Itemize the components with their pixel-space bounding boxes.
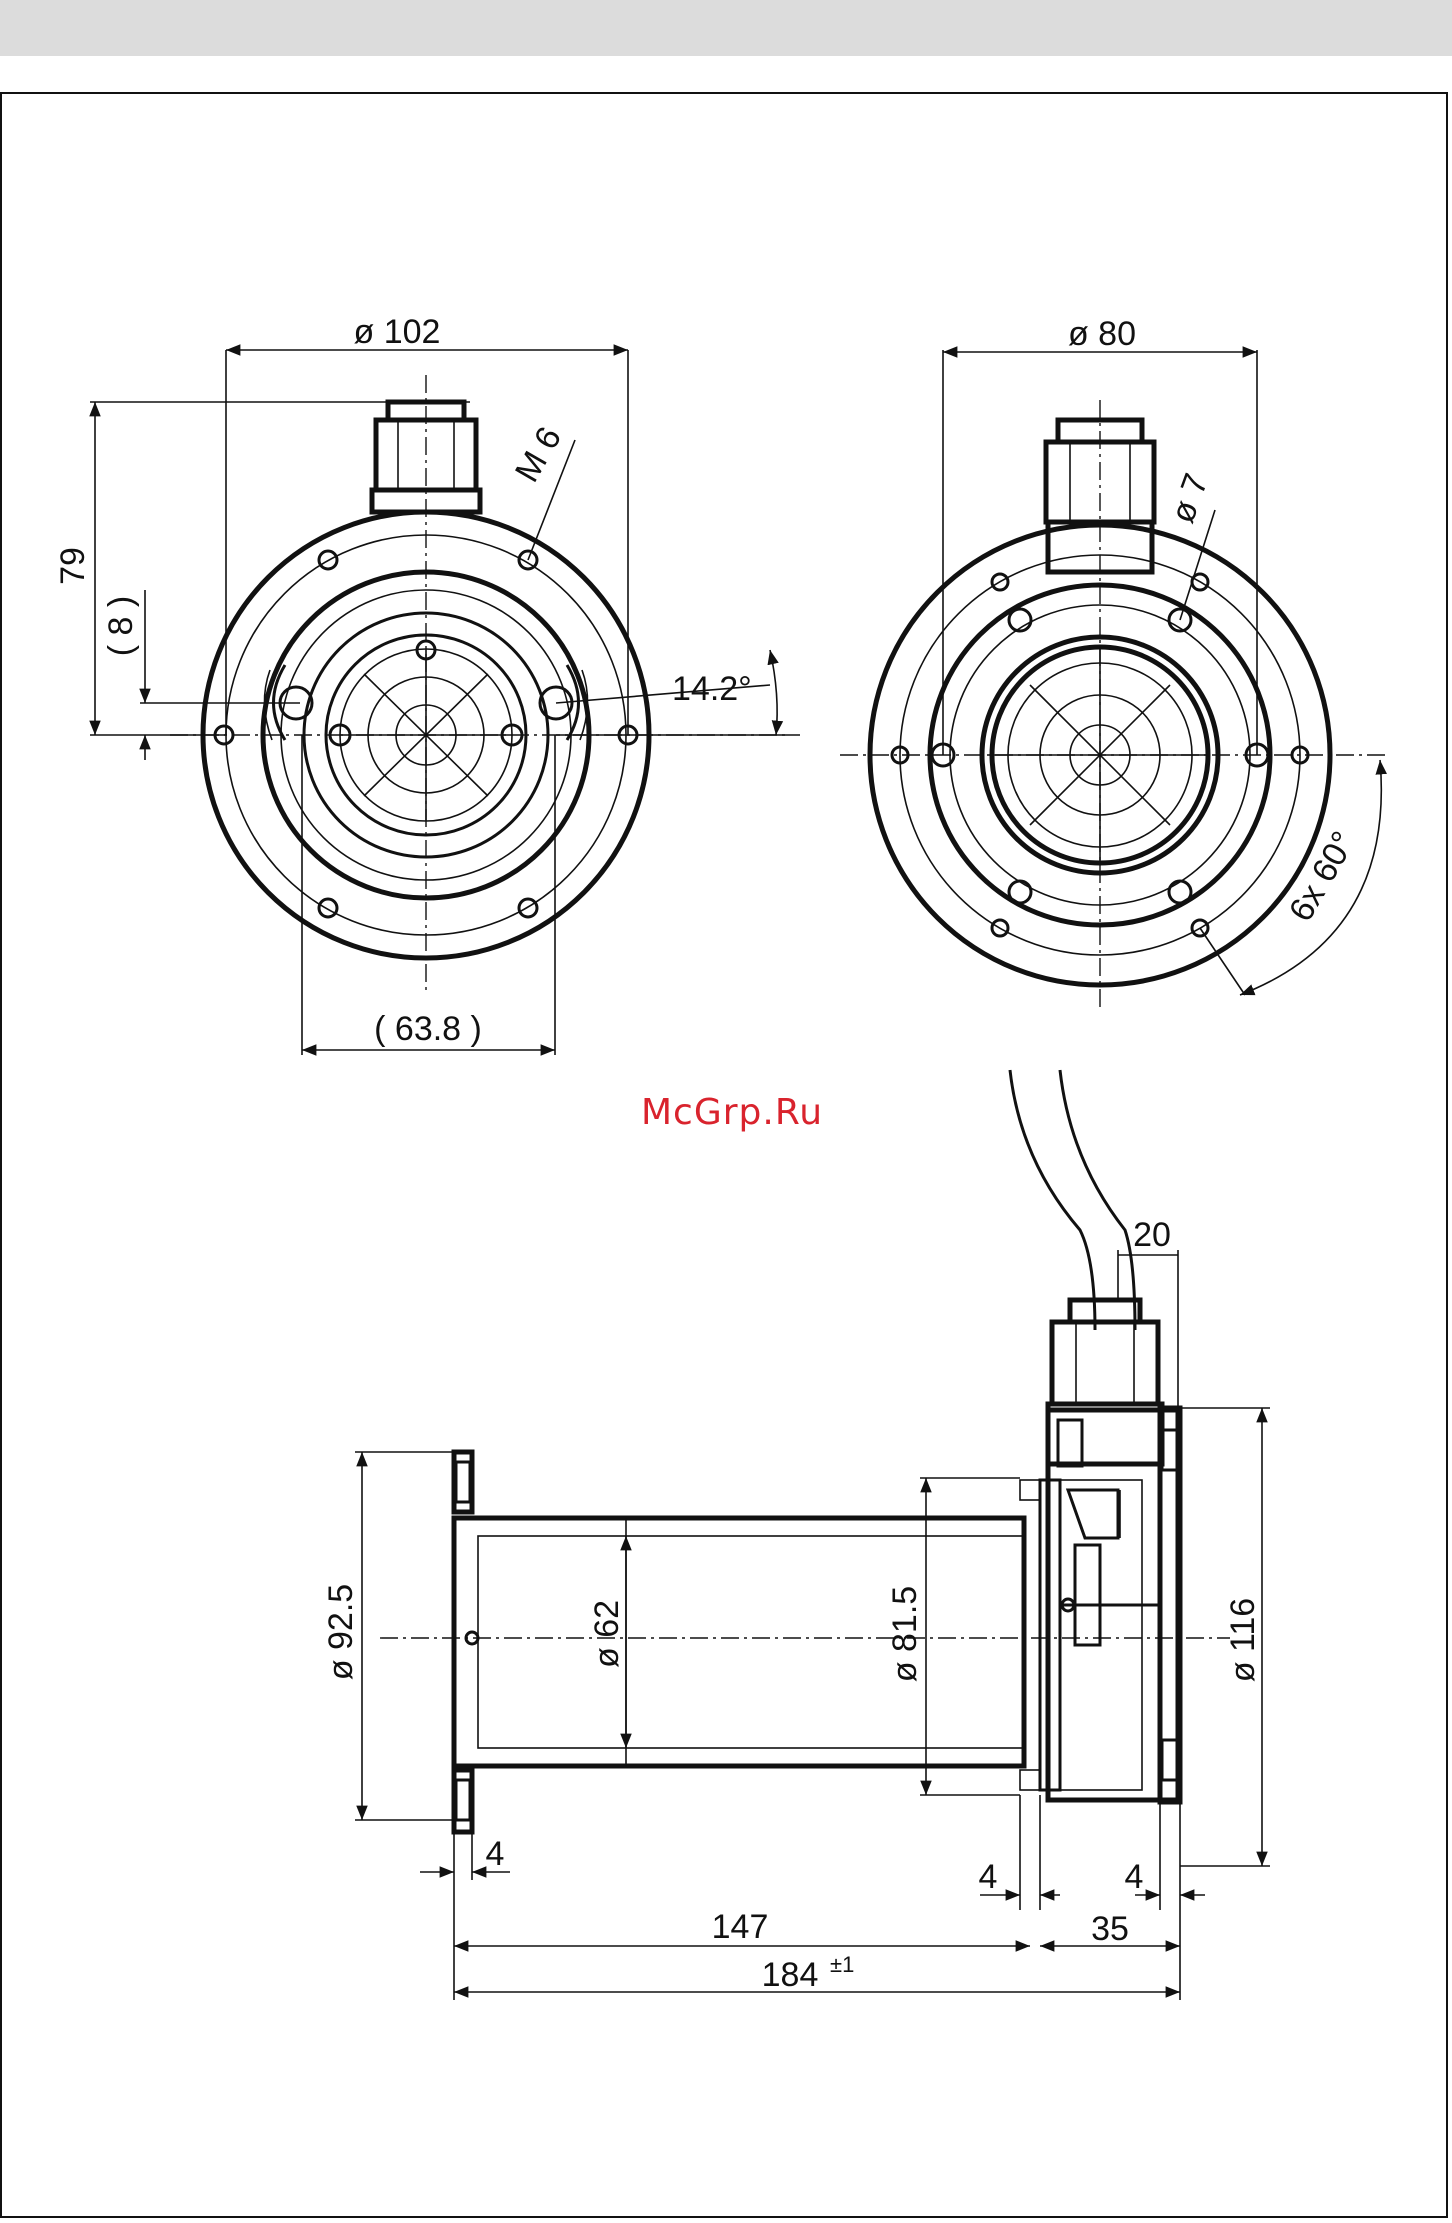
dim-left-thickness-4: 4 <box>486 1835 505 1873</box>
side-view: 20 ø 92.5 ø 62 ø 81.5 ø 116 4 4 4 147 35… <box>322 1070 1270 2000</box>
dim-length-35: 35 <box>1091 1910 1129 1948</box>
dim-housing-116: ø 116 <box>1224 1598 1262 1682</box>
dim-length-147: 147 <box>712 1908 769 1946</box>
dim-diameter-80: ø 80 <box>1068 315 1136 353</box>
dim-tube-81-5: ø 81.5 <box>886 1586 924 1682</box>
dim-offset-8: ( 8 ) <box>102 596 140 656</box>
dim-tolerance: ±1 <box>830 1952 854 1977</box>
dim-top-20: 20 <box>1133 1216 1171 1254</box>
front-view-right: ø 80 ø 7 6x 60° <box>840 315 1390 1010</box>
dim-angle-14-2: 14.2° <box>672 670 752 708</box>
dim-inner-62: ø 62 <box>588 1600 626 1668</box>
dim-spacing-63-8: ( 63.8 ) <box>374 1010 482 1048</box>
dim-total-184: 184 <box>762 1956 819 1994</box>
watermark-text: McGrp.Ru <box>641 1092 823 1133</box>
dim-hole-7: ø 7 <box>1163 469 1216 528</box>
dim-height-79: 79 <box>54 547 92 585</box>
dim-diameter-102: ø 102 <box>354 313 441 351</box>
front-view-left: ø 102 79 ( 8 ) M 6 14.2° ( 63.8 ) <box>54 313 800 1055</box>
dim-right-thickness-4: 4 <box>1125 1858 1144 1896</box>
dim-mid-thickness-4: 4 <box>979 1858 998 1896</box>
dim-flange-92-5: ø 92.5 <box>322 1584 360 1680</box>
